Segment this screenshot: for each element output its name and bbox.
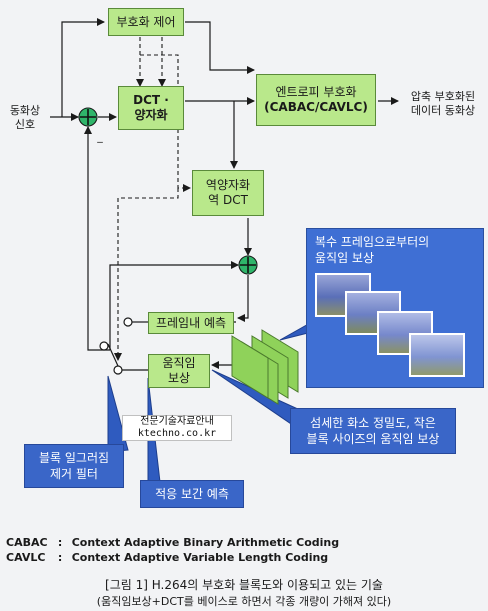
control-bus-dashed (140, 54, 191, 192)
entropy-coding-block: 엔트로피 부호화 (CABAC/CAVLC) (256, 74, 376, 126)
control-to-mc-dashed (114, 188, 179, 361)
inverse-label-2: 역 DCT (208, 193, 248, 207)
abbr-cavlc-key: CAVLC (6, 551, 46, 564)
abbr-cabac: CABAC : Context Adaptive Binary Arithmet… (6, 536, 339, 549)
ref-frame-4 (409, 333, 465, 377)
input-to-rate-control-line (61, 18, 105, 117)
watermark-line-2: ktechno.co.kr (137, 428, 217, 439)
rate-control-block: 부호화 제어 (108, 8, 184, 36)
abbr-cavlc-full: Context Adaptive Variable Length Coding (71, 551, 329, 564)
deblock-line-1: 블록 일그러짐 (38, 451, 110, 465)
input-label-1: 동화상 (9, 104, 41, 117)
output-label: 압축 부호화된 데이터 동화상 (398, 90, 488, 118)
fine-mc-line-2: 블록 사이즈의 움직임 보상 (306, 432, 440, 446)
output-label-2: 데이터 동화상 (410, 104, 476, 117)
adder2-to-memory-line (237, 275, 249, 322)
abbr-cabac-sep: : (57, 536, 63, 549)
abbr-cavlc-sep: : (57, 551, 63, 564)
multi-frame-text: 복수 프레임으로부터의 움직임 보상 (315, 234, 429, 266)
output-label-1: 압축 부호화된 (410, 90, 476, 103)
abbr-cabac-key: CABAC (6, 536, 48, 549)
rate-control-to-entropy-line (185, 21, 255, 74)
caption-line-2: (움직임보상+DCT를 베이스로 하면서 각종 개량이 가해져 있다) (96, 595, 392, 608)
intra-switch-node (123, 317, 133, 327)
intra-prediction-label: 프레임내 예측 (155, 315, 227, 330)
switch-pivot-node (99, 341, 109, 351)
input-signal-label: 동화상 신호 (2, 104, 48, 132)
switch-to-adder1-line (84, 126, 110, 351)
intra-prediction-block: 프레임내 예측 (148, 312, 234, 334)
motion-compensation-block: 움직임 보상 (148, 354, 210, 388)
dct-quant-label-2: 양자화 (134, 108, 168, 122)
multi-frame-line-1: 복수 프레임으로부터의 (315, 235, 430, 249)
caption-line-1: [그림 1] H.264의 부호화 블록도와 이용되고 있는 기술 (105, 578, 383, 592)
fine-mc-line-1: 섬세한 화소 정밀도, 작은 (310, 416, 436, 430)
input-label-2: 신호 (14, 118, 36, 131)
dct-quant-label-1: DCT · (133, 93, 169, 107)
mc-switch-node (113, 365, 123, 375)
entropy-label-2: (CABAC/CAVLC) (264, 100, 368, 114)
dct-quant-block: DCT · 양자화 (118, 86, 184, 130)
entropy-label-1: 엔트로피 부호화 (275, 85, 357, 99)
source-watermark: 전문기술자료안내 ktechno.co.kr (122, 415, 232, 441)
adaptive-interp-label: 적응 보간 예측 (155, 487, 229, 501)
mc-label-2: 보상 (167, 371, 191, 385)
inverse-label-1: 역양자화 (205, 178, 251, 192)
adder-minus-sign: _ (97, 130, 103, 143)
rate-control-label: 부호화 제어 (116, 14, 176, 29)
abbr-cabac-full: Context Adaptive Binary Arithmetic Codin… (71, 536, 340, 549)
frame-memory-0 (231, 335, 269, 399)
adaptive-interp-callout: 적응 보간 예측 (140, 480, 244, 508)
figure-caption: [그림 1] H.264의 부호화 블록도와 이용되고 있는 기술 (움직임보상… (0, 576, 488, 609)
multi-frame-line-2: 움직임 보상 (315, 251, 375, 265)
switch-to-adder2-line (109, 261, 239, 350)
deblock-line-2: 제거 필터 (50, 467, 98, 481)
multi-frame-callout: 복수 프레임으로부터의 움직임 보상 (306, 228, 484, 388)
watermark-line-1: 전문기술자료안내 (140, 416, 214, 427)
mc-label-1: 움직임 (162, 356, 196, 370)
deblock-filter-callout: 블록 일그러짐 제거 필터 (24, 444, 124, 488)
fine-mc-callout: 섬세한 화소 정밀도, 작은 블록 사이즈의 움직임 보상 (290, 408, 456, 454)
abbr-cavlc: CAVLC : Context Adaptive Variable Length… (6, 551, 328, 564)
inverse-quant-dct-block: 역양자화 역 DCT (192, 170, 264, 216)
